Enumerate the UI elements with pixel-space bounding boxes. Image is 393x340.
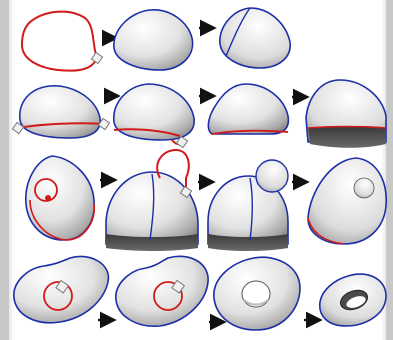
- row-3: [26, 150, 386, 251]
- pen-cursor-icon: [91, 52, 102, 63]
- bump: [256, 160, 288, 192]
- shape-with-bump: [308, 158, 386, 244]
- blob-with-cut-stroke-2: [114, 84, 194, 140]
- row-4: [14, 256, 386, 330]
- blob-with-cut-stroke: [20, 86, 100, 138]
- dome-with-extrude-stroke: [106, 172, 198, 244]
- cut-half: [208, 84, 288, 134]
- blob-with-hole-stroke-2: [116, 256, 208, 326]
- blob-with-circle-stroke: [26, 156, 94, 240]
- cut-blob: [220, 8, 290, 68]
- hole: [242, 281, 270, 307]
- row-2: [12, 80, 386, 148]
- row-1: [22, 8, 290, 71]
- inflated-blob: [114, 10, 193, 70]
- sketch-outline: [22, 12, 97, 71]
